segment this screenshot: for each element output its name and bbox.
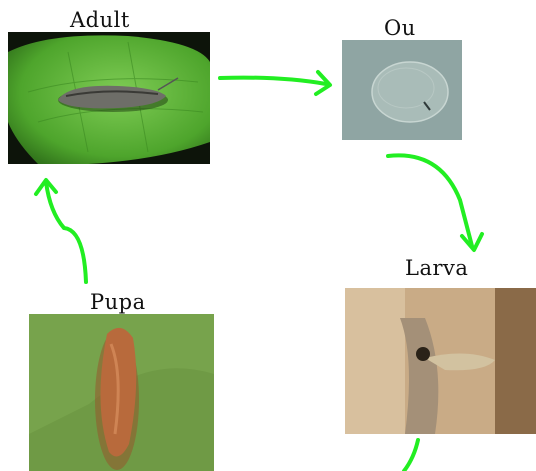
arrow-larva-to-pupa [404, 440, 418, 471]
arrow-egg-to-larva-head [462, 234, 482, 250]
egg-photo [342, 40, 462, 140]
arrow-adult-to-egg-head [316, 72, 330, 94]
arrow-adult-to-egg [220, 78, 326, 84]
arrow-pupa-to-adult [46, 182, 86, 282]
adult-moth-photo [8, 32, 210, 164]
arrow-pupa-to-adult-head [36, 180, 56, 194]
pupa-photo [29, 314, 214, 471]
larva-label: Larva [405, 256, 468, 280]
larva-photo [345, 288, 536, 434]
egg-label: Ou [384, 16, 416, 40]
pupa-label: Pupa [90, 290, 146, 314]
adult-label: Adult [70, 8, 130, 32]
arrow-egg-to-larva [388, 155, 472, 246]
